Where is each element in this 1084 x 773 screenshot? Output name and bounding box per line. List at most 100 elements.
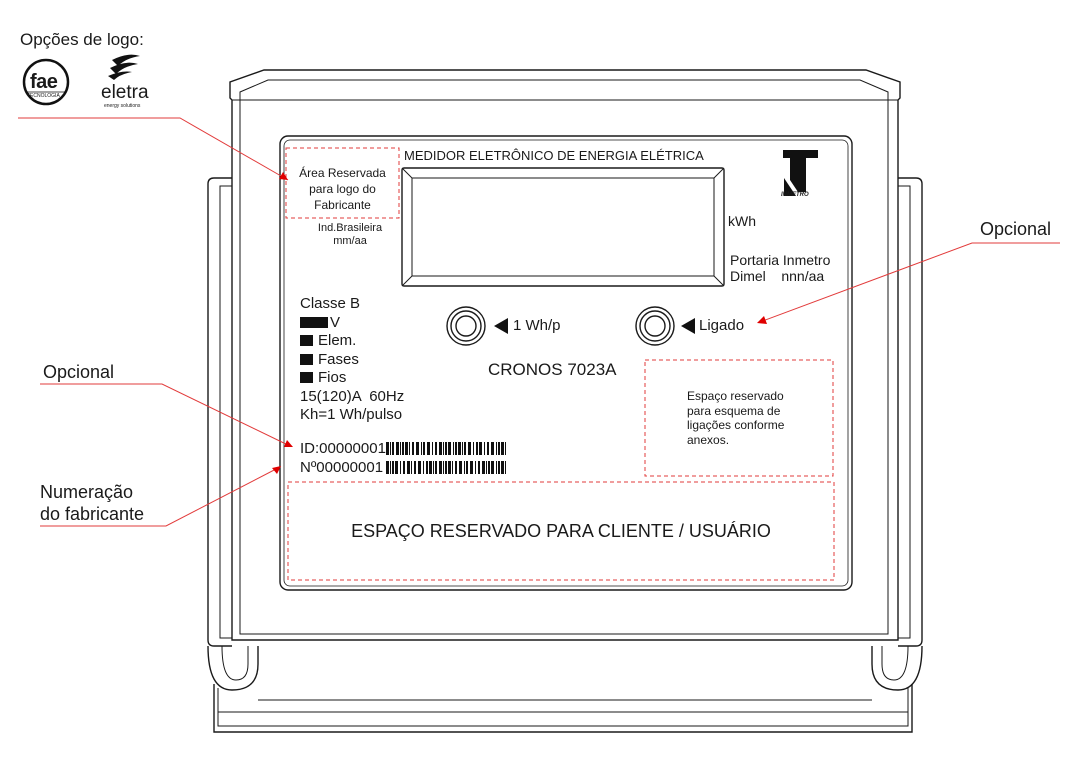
- barcode-bar: [475, 461, 476, 474]
- right-side-tab: [898, 177, 923, 647]
- base-plate: [213, 684, 913, 733]
- spec-kh: Kh=1 Wh/pulso: [300, 406, 403, 423]
- barcode-bar: [411, 461, 412, 474]
- spec-phases: Fases: [300, 351, 404, 370]
- barcode-bar: [432, 442, 433, 455]
- inmetro-icon: [783, 150, 818, 196]
- origin-line: Ind.Brasileira: [317, 222, 383, 234]
- barcode-bar: [414, 461, 416, 474]
- barcode-bar: [418, 461, 421, 474]
- barcode-bar: [505, 461, 506, 474]
- barcode-bar: [453, 442, 454, 455]
- barcode-bar: [443, 442, 444, 455]
- barcode-bar: [448, 442, 451, 455]
- barcode-bar: [459, 461, 462, 474]
- barcode-bar: [435, 442, 437, 455]
- barcode-bar: [482, 461, 485, 474]
- spec-wires: Fios: [300, 369, 404, 388]
- logo-leader: [18, 117, 289, 181]
- barcode-bar: [416, 442, 419, 455]
- spec-elements-label: Elem.: [318, 332, 357, 349]
- callout-optional-left: Opcional: [43, 362, 115, 382]
- reserved-logo-line: para logo do: [309, 182, 376, 196]
- cover-outline: [229, 69, 901, 641]
- optional-left-leader: [40, 383, 291, 447]
- barcode-bar: [455, 442, 457, 455]
- optional-right-leader: [759, 242, 1060, 323]
- pulse-led: [446, 306, 486, 346]
- barcode-bar: [443, 461, 444, 474]
- spec-elements: Elem.: [300, 332, 404, 351]
- barcode-bar: [429, 461, 432, 474]
- reserved-logo-area-text: Área Reservada para logo do Fabricante: [286, 165, 399, 213]
- power-led: [635, 306, 675, 346]
- barcode-bar: [396, 442, 399, 455]
- barcode-bar: [462, 442, 463, 455]
- origin-line: mm/aa: [333, 235, 367, 247]
- barcode-bar: [496, 461, 497, 474]
- callout-numbering-line: do fabricante: [40, 504, 145, 524]
- lcd-display: [401, 167, 725, 287]
- model-label: CRONOS 7023A: [488, 360, 617, 379]
- portaria-text: Portaria Inmetro Dimel nnn/aa: [730, 252, 830, 284]
- fae-logo-tagline: TECNOLOGIA: [27, 93, 60, 99]
- optional-left-arrow: [284, 440, 293, 447]
- barcode-id: [386, 442, 506, 455]
- barcode-bar: [491, 442, 494, 455]
- barcode-bar: [448, 461, 451, 474]
- barcode-bar: [427, 442, 430, 455]
- barcode-bar: [400, 442, 401, 455]
- barcode-bar: [484, 442, 485, 455]
- inmetro-label: INMETRO: [781, 192, 809, 198]
- callout-optional-right: Opcional: [980, 219, 1052, 239]
- fae-logo-text: fae: [30, 71, 58, 93]
- eletra-logo-tagline: energy solutions: [104, 103, 141, 109]
- barcode-bar: [452, 461, 453, 474]
- barcode-bar: [433, 461, 434, 474]
- numbering-leader: [40, 467, 279, 527]
- barcode-bar: [423, 442, 425, 455]
- schema-line: ligações conforme: [687, 418, 785, 432]
- barcode-bar: [386, 461, 389, 474]
- barcode-bar: [403, 461, 405, 474]
- barcode-bar: [445, 461, 447, 474]
- barcode-bar: [390, 442, 391, 455]
- spec-phases-label: Fases: [318, 350, 359, 368]
- fae-logo: [22, 58, 70, 106]
- power-led-arrow: [681, 318, 695, 334]
- barcode-bar: [439, 442, 442, 455]
- barcode-bar: [412, 442, 414, 455]
- barcode-bar: [421, 442, 422, 455]
- reserved-logo-line: Área Reservada: [299, 166, 386, 180]
- barcode-bar: [400, 461, 401, 474]
- client-area: [287, 481, 835, 581]
- left-side-tab: [207, 177, 232, 647]
- barcode-bar: [470, 461, 473, 474]
- barcode-bar: [395, 461, 398, 474]
- reserved-logo-area: [285, 147, 400, 219]
- reserved-logo-line: Fabricante: [314, 198, 371, 212]
- barcode-bar: [455, 461, 457, 474]
- portaria-line: Portaria Inmetro: [730, 252, 831, 268]
- portaria-line: Dimel nnn/aa: [730, 268, 825, 284]
- barcode-bar: [390, 461, 391, 474]
- optional-right-arrow: [757, 316, 767, 324]
- barcode-bar: [426, 461, 428, 474]
- barcode-bar: [505, 442, 506, 455]
- barcode-bar: [392, 461, 394, 474]
- barcode-bar: [458, 442, 461, 455]
- origin-text: Ind.Brasileira mm/aa: [300, 222, 400, 248]
- barcode-bar: [435, 461, 437, 474]
- front-panel: [279, 135, 853, 591]
- specs-block: Classe B V Elem. Fases Fios 15(120)A 60H…: [300, 295, 404, 425]
- unit-label: kWh: [728, 213, 756, 229]
- barcode-bar: [476, 442, 478, 455]
- pulse-led-label: 1 Wh/p: [513, 317, 561, 334]
- barcode-bar: [464, 461, 465, 474]
- power-led-label: Ligado: [699, 317, 745, 334]
- barcode-serial: [386, 461, 506, 474]
- barcode-bar: [496, 442, 497, 455]
- barcode-bar: [488, 461, 490, 474]
- spec-current: 15(120)A 60Hz: [300, 387, 405, 405]
